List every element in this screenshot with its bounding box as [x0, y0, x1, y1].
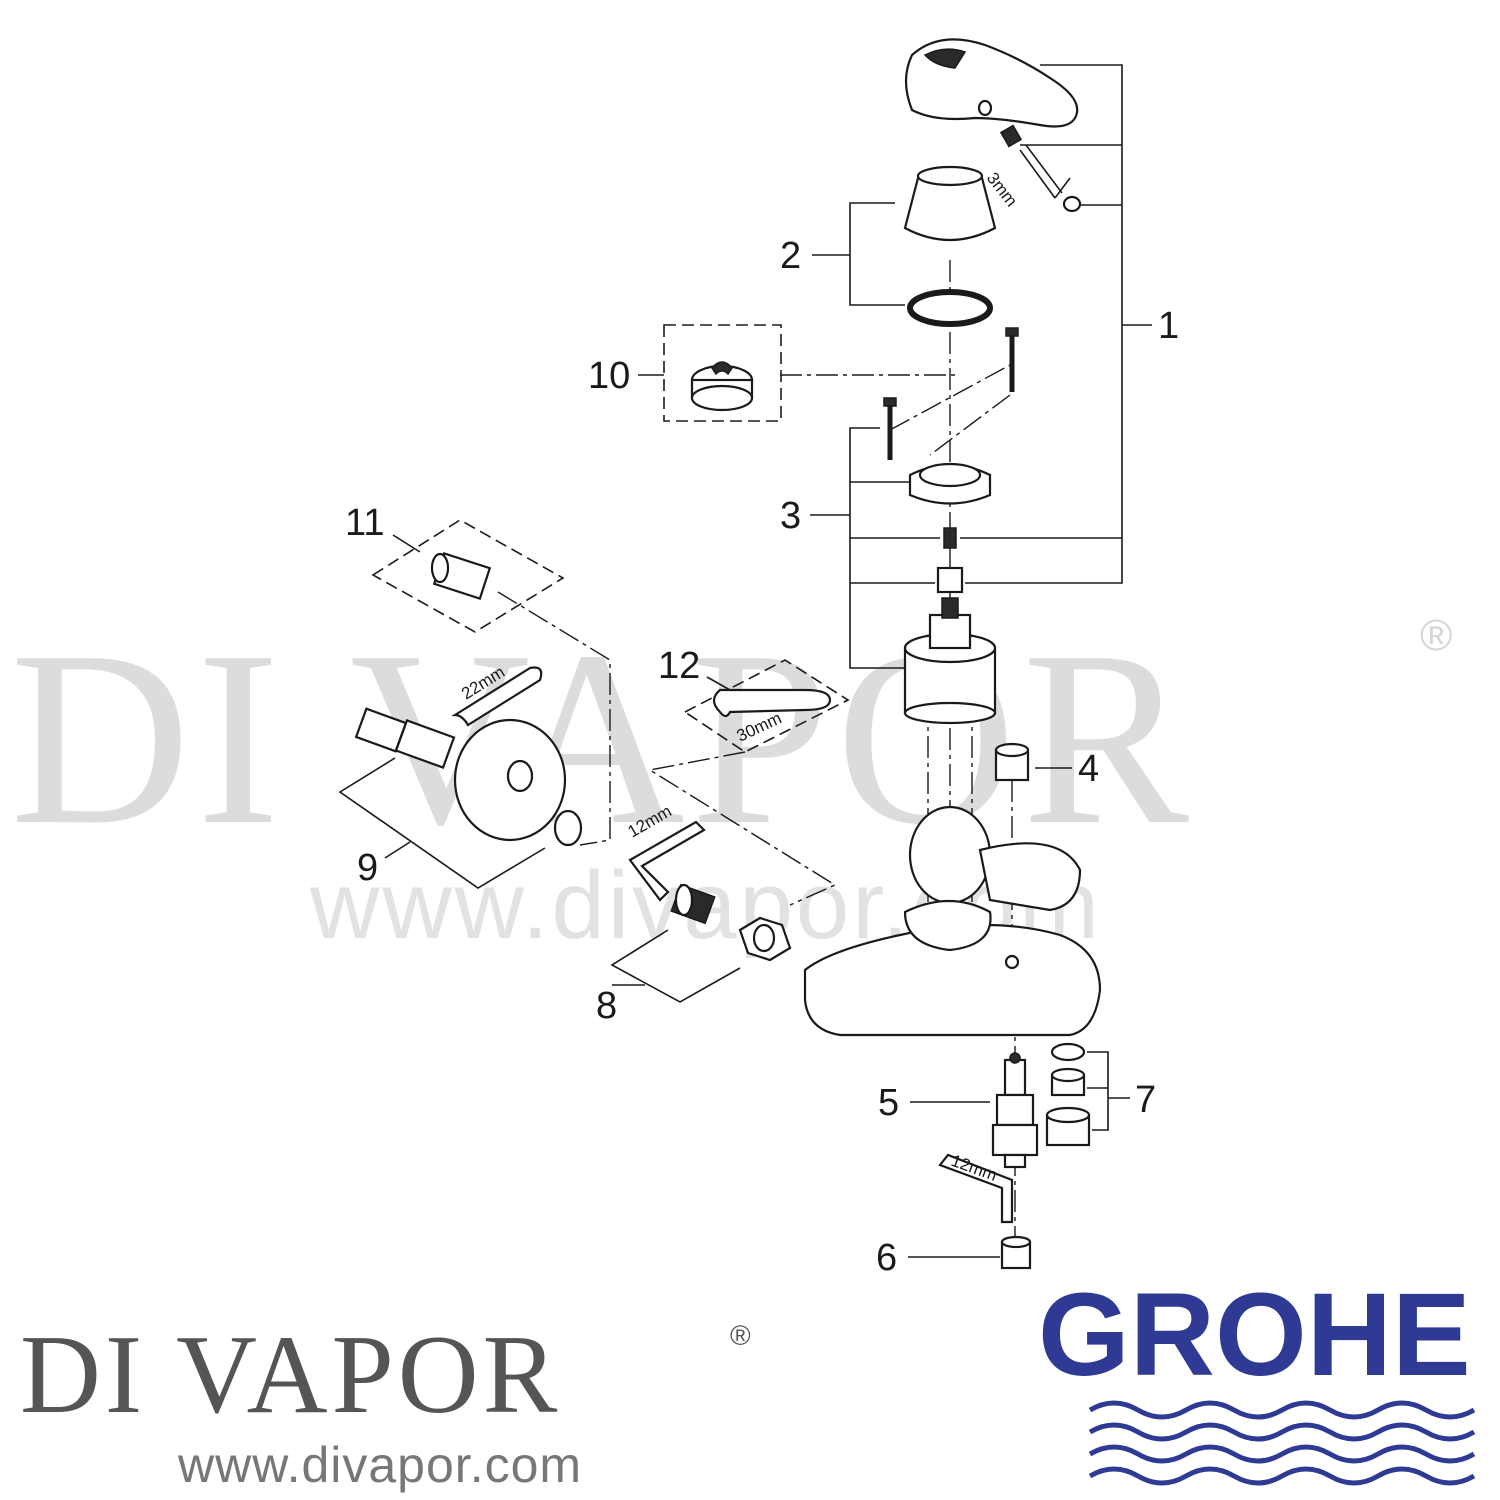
small-screw	[943, 527, 957, 549]
mixing-cartridge	[903, 597, 997, 725]
grohe-logo: GROHE	[1038, 1269, 1476, 1486]
callout-5: 5	[878, 1082, 899, 1124]
bracket-7	[1087, 1051, 1109, 1131]
footer-registered-mark: ®	[730, 1320, 751, 1351]
callout-9: 9	[357, 847, 378, 889]
bracket-9	[338, 757, 546, 889]
callout-11: 11	[345, 502, 384, 544]
mixer-body	[803, 805, 1102, 1037]
adapter-piece	[936, 566, 964, 594]
o-ring	[907, 289, 993, 327]
diverter-cartridge	[991, 1052, 1039, 1169]
tool-size-hex-key-bottom: 12mm	[949, 1151, 1000, 1185]
bracket-2	[849, 202, 905, 306]
spanner-30mm	[712, 688, 832, 718]
bracket-1	[965, 64, 1123, 584]
bracket-3	[849, 427, 905, 669]
screw-link-line-2	[929, 394, 1011, 456]
watermark: DI VAPOR ® www.divapor.com	[10, 600, 1452, 959]
hex-key-3mm	[999, 124, 1082, 213]
grohe-logo-text: GROHE	[1038, 1269, 1471, 1401]
extension-piece	[430, 551, 492, 601]
fixing-flange	[908, 462, 992, 505]
s-union	[354, 707, 456, 769]
watermark-registered-mark: ®	[1420, 611, 1452, 660]
aerator-set	[1045, 1042, 1091, 1147]
bracket-8	[610, 929, 741, 1003]
union-nut	[738, 916, 792, 962]
callout-10: 10	[588, 355, 630, 397]
callout-8: 8	[596, 985, 617, 1027]
wall-rosette	[453, 718, 567, 842]
leader-12	[706, 676, 731, 691]
bottom-nut	[1000, 1235, 1032, 1270]
callout-12: 12	[658, 645, 700, 687]
hex-key-12mm-bottom	[938, 1153, 1014, 1224]
kit10-box	[663, 324, 782, 422]
footer-url: www.divapor.com	[177, 1437, 582, 1493]
callout-6: 6	[876, 1237, 897, 1279]
washer	[553, 809, 583, 847]
hex-key-12mm-union	[628, 820, 706, 902]
callout-2: 2	[780, 235, 801, 277]
kit11-link-line	[497, 591, 611, 846]
callout-3: 3	[780, 495, 801, 537]
watermark-brand: DI VAPOR	[10, 600, 1195, 877]
cover-cap	[903, 165, 997, 242]
kit12-link-line	[648, 751, 837, 906]
leader-11	[392, 534, 421, 553]
footer-branding: DI VAPOR ® www.divapor.com	[20, 1313, 751, 1493]
grohe-logo-waves	[1088, 1400, 1476, 1486]
callout-7: 7	[1135, 1079, 1156, 1121]
union-connector	[670, 883, 716, 925]
leader-9	[384, 841, 411, 859]
screw-link-line	[889, 364, 1011, 431]
kit12-box	[683, 659, 850, 753]
callout-4: 4	[1078, 748, 1099, 790]
fixing-screws	[883, 327, 1019, 460]
callout-1: 1	[1158, 305, 1179, 347]
plug	[994, 742, 1030, 782]
temperature-limiter	[690, 361, 754, 412]
spanner-22mm	[451, 666, 543, 727]
footer-brand: DI VAPOR	[20, 1313, 561, 1437]
lever-handle	[904, 38, 1079, 128]
kit11-box	[371, 519, 565, 633]
